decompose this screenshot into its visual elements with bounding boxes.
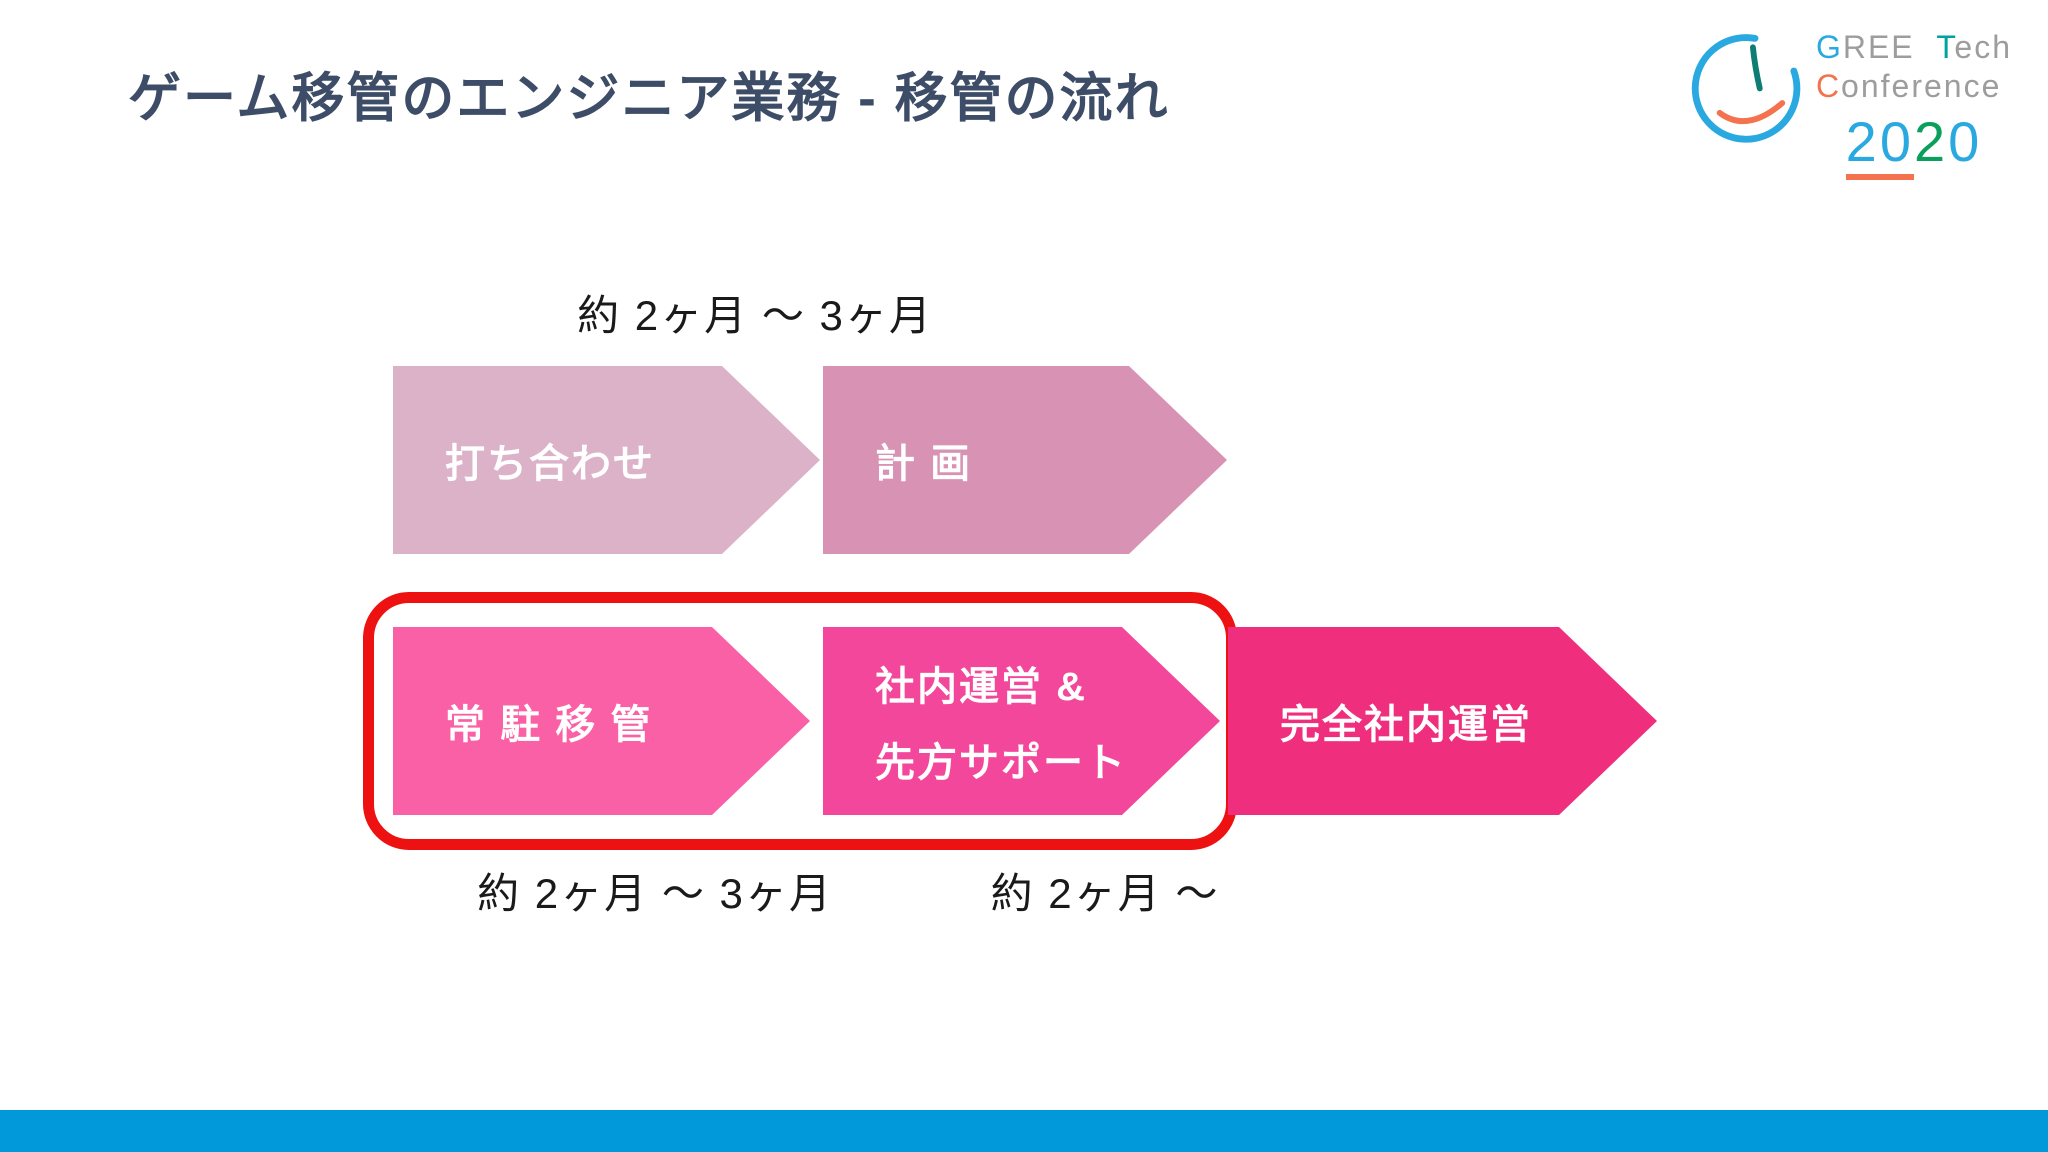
gree-logo: GREE Tech Conference 2020 (1690, 18, 2012, 181)
footer-accent-bar (0, 1110, 2048, 1152)
flow-step-label: 完全社内運営 (1280, 703, 1532, 747)
logo-line-1: GREE Tech (1815, 29, 2012, 65)
flow-step-inhouse-operation-support: 社内運営 & 先方サポート (823, 627, 1220, 815)
flow-step-label: 打ち合わせ (445, 442, 655, 486)
duration-label-phase1: 約 2ヶ月 ～ 3ヶ月 (577, 292, 933, 339)
flow-step-label-line1: 社内運営 & (875, 665, 1087, 709)
gree-logo-text: GREE Tech Conference 2020 (1815, 28, 2012, 181)
logo-line-2: Conference (1815, 68, 2002, 105)
flow-step-resident-migration: 常 駐 移 管 (393, 627, 810, 815)
duration-label-inhouse: 約 2ヶ月 ～ (990, 870, 1220, 917)
flow-step-planning: 計 画 (823, 366, 1227, 554)
page-title: ゲーム移管のエンジニア業務 - 移管の流れ (128, 69, 1170, 128)
flow-step-label-line2: 先方サポート (875, 741, 1127, 785)
flow-step-label: 計 画 (875, 442, 973, 486)
logo-year: 2020 (1816, 108, 2012, 181)
flow-step-full-inhouse-operation: 完全社内運営 (1228, 627, 1657, 815)
duration-label-resident: 約 2ヶ月 ～ 3ヶ月 (477, 870, 833, 917)
flow-step-meeting: 打ち合わせ (393, 366, 820, 554)
gree-clock-face-icon (1691, 34, 1801, 143)
flow-step-label: 常 駐 移 管 (445, 703, 653, 747)
